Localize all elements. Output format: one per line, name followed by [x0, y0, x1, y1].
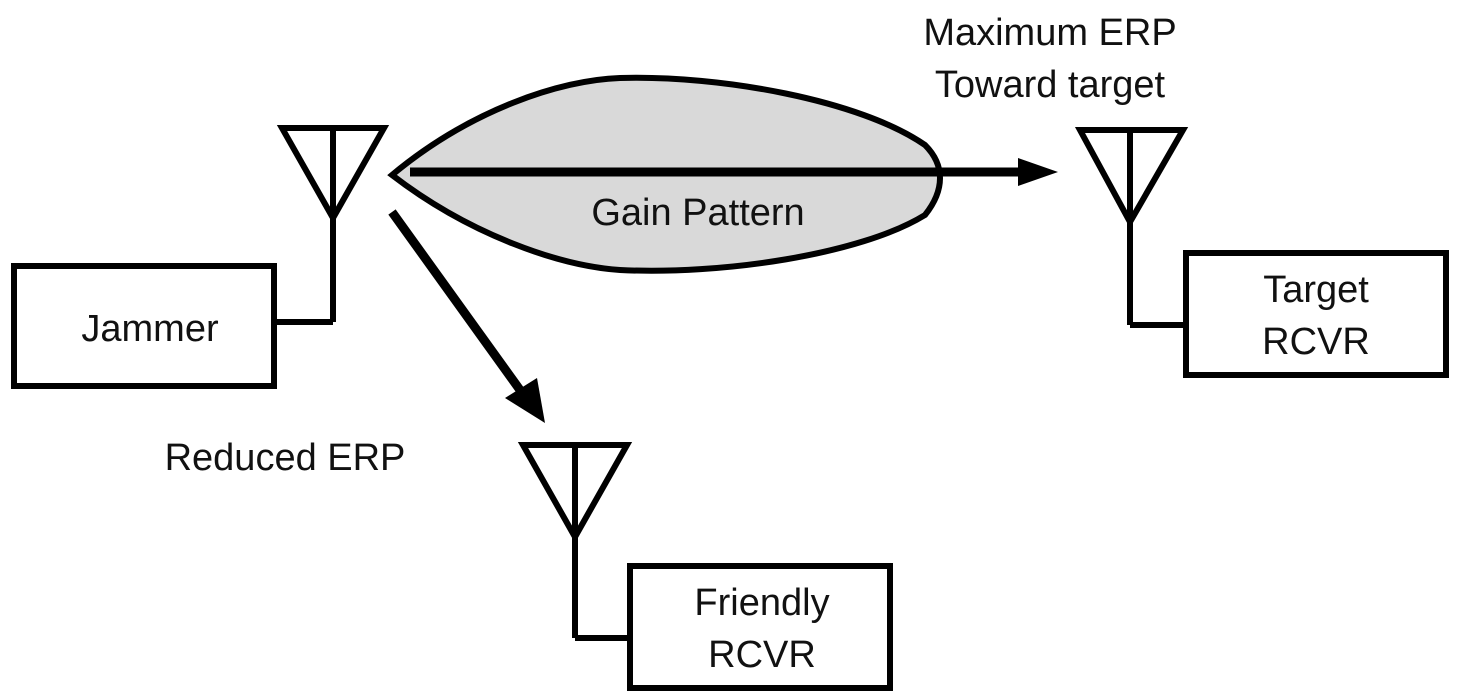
target-receiver-node: Target RCVR [1183, 250, 1449, 378]
max-erp-label-line1: Maximum ERP [923, 12, 1176, 54]
target-label-line1: Target [1263, 269, 1369, 311]
jammer-node: Jammer [11, 263, 277, 389]
friendly-label-line1: Friendly [694, 582, 829, 624]
target-label-line2: RCVR [1262, 321, 1370, 363]
target-antenna-icon [1074, 127, 1189, 328]
friendly-receiver-node: Friendly RCVR [627, 563, 893, 691]
friendly-antenna-icon [517, 442, 633, 641]
reduced-erp-arrowhead [505, 378, 545, 423]
friendly-label-line2: RCVR [708, 634, 816, 676]
max-erp-label-line2: Toward target [935, 64, 1166, 106]
reduced-erp-arrow [388, 209, 524, 393]
jammer-label: Jammer [81, 308, 219, 350]
gain-pattern-label: Gain Pattern [591, 192, 804, 234]
reduced-erp-label: Reduced ERP [165, 437, 406, 479]
jammer-antenna-icon [275, 125, 390, 325]
max-erp-arrowhead [1018, 158, 1058, 186]
